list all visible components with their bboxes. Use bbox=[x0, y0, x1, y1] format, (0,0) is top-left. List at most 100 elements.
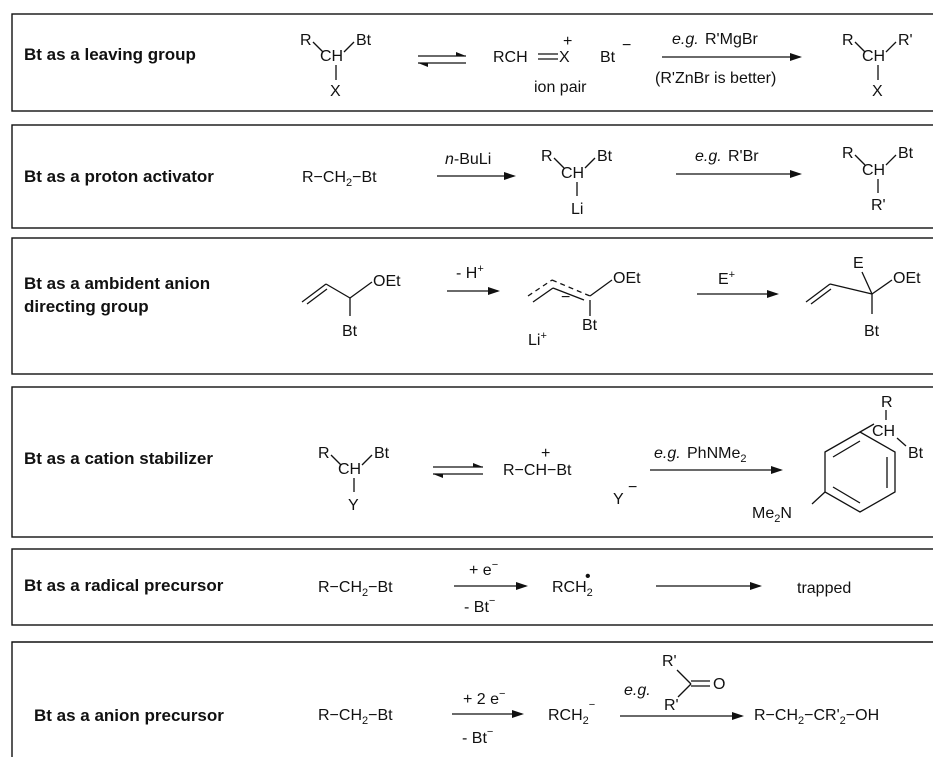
product-me2n: Me2N bbox=[752, 505, 792, 525]
panel-frame bbox=[11, 237, 933, 375]
panel-label-line1: Bt as a ambident anion bbox=[24, 274, 210, 293]
reagent-electrons: + 2 e− bbox=[463, 688, 505, 708]
product-rprime: R' bbox=[871, 197, 886, 214]
product-ch: CH bbox=[862, 162, 885, 179]
substrate-bt: Bt bbox=[374, 445, 390, 462]
panel-frame bbox=[11, 13, 933, 112]
arrowhead bbox=[516, 582, 528, 590]
start-material: R−CH2−Bt bbox=[318, 579, 393, 599]
panel-leaving-group: Bt as a leaving group R CH Bt X RCH X + … bbox=[11, 13, 933, 112]
ion-x: X bbox=[559, 49, 570, 66]
ketone-r1: R' bbox=[662, 653, 677, 670]
product-r: R bbox=[881, 394, 893, 411]
bond bbox=[859, 423, 875, 433]
start-material: R−CH2−Bt bbox=[318, 707, 393, 727]
product-alcohol: R−CH2−CR'2−OH bbox=[754, 707, 879, 727]
bond bbox=[811, 491, 826, 505]
product-ch: CH bbox=[872, 423, 895, 440]
substrate-bt: Bt bbox=[356, 32, 372, 49]
reagent-phnme2: PhNMe2 bbox=[687, 445, 746, 465]
product-ch: CH bbox=[862, 48, 885, 65]
arrowhead bbox=[473, 463, 483, 467]
panel-frame bbox=[11, 386, 933, 538]
substrate-y: Y bbox=[348, 497, 359, 514]
substrate-bt: Bt bbox=[342, 323, 358, 340]
product-r: R bbox=[842, 32, 854, 49]
bond bbox=[343, 41, 355, 53]
substrate-r: R bbox=[300, 32, 312, 49]
panel-radical-precursor: Bt as a radical precursor R−CH2−Bt + e− … bbox=[11, 548, 933, 626]
allyl-substrate bbox=[301, 281, 373, 316]
panel-label: Bt as a cation stabilizer bbox=[24, 449, 213, 468]
substrate-ch: CH bbox=[320, 48, 343, 65]
bond bbox=[676, 669, 692, 685]
reagent-note: (R'ZnBr is better) bbox=[655, 70, 776, 87]
product-e: E bbox=[853, 255, 864, 272]
arrowhead bbox=[750, 582, 762, 590]
benzene-ring bbox=[824, 431, 896, 513]
panel-label-line2: directing group bbox=[24, 297, 149, 316]
radical-intermediate: RCH2 bbox=[552, 579, 593, 599]
ketone-o: O bbox=[713, 676, 725, 693]
intermediate-li: Li bbox=[571, 201, 583, 218]
ion-rch: RCH bbox=[493, 49, 528, 66]
anion-li: Li+ bbox=[528, 330, 547, 349]
bond bbox=[896, 437, 907, 447]
reagent-minus-h: - H+ bbox=[456, 263, 484, 282]
panel-label: Bt as a anion precursor bbox=[34, 706, 224, 725]
arrowhead bbox=[790, 53, 802, 61]
product-bt: Bt bbox=[864, 323, 880, 340]
panel-label: Bt as a leaving group bbox=[24, 45, 196, 64]
reagent-eg: e.g. bbox=[672, 31, 699, 48]
anion-minus: − bbox=[561, 289, 570, 306]
panel-frame bbox=[11, 124, 933, 229]
panel-cation-stabilizer: Bt as a cation stabilizer R CH Bt Y R−CH… bbox=[11, 386, 933, 538]
arrowhead bbox=[512, 710, 524, 718]
intermediate-r: R bbox=[541, 148, 553, 165]
anion-oet: OEt bbox=[613, 270, 641, 287]
radical-dot: • bbox=[585, 568, 591, 585]
arrowhead bbox=[767, 290, 779, 298]
bond bbox=[885, 41, 897, 53]
start-material: R−CH2−Bt bbox=[302, 169, 377, 189]
panel-proton-activator: Bt as a proton activator R−CH2−Bt n-BuLi… bbox=[11, 124, 933, 229]
bond bbox=[854, 154, 866, 166]
substrate-ch: CH bbox=[338, 461, 361, 478]
reagent: R'MgBr bbox=[705, 31, 759, 48]
reagent-eg: e.g. bbox=[695, 148, 722, 165]
allyl-product bbox=[805, 271, 893, 314]
arrowhead bbox=[418, 63, 428, 67]
bond bbox=[854, 41, 866, 53]
anion-bt: Bt bbox=[582, 317, 598, 334]
bond bbox=[312, 41, 324, 53]
ion-pair-caption: ion pair bbox=[534, 79, 587, 96]
bond bbox=[330, 454, 342, 466]
panel-label: Bt as a proton activator bbox=[24, 167, 214, 186]
allyl-anion bbox=[527, 279, 613, 316]
arrowhead bbox=[433, 474, 443, 478]
arrowhead bbox=[456, 52, 466, 56]
leaving-bt: - Bt− bbox=[462, 726, 493, 747]
reagent-electron: + e− bbox=[469, 559, 498, 579]
panel-anion-precursor: Bt as a anion precursor R−CH2−Bt + 2 e− … bbox=[11, 641, 933, 757]
product-x: X bbox=[872, 83, 883, 100]
ion-plus: + bbox=[563, 33, 572, 50]
bond bbox=[584, 157, 596, 169]
substrate-oet: OEt bbox=[373, 273, 401, 290]
intermediate-bt: Bt bbox=[597, 148, 613, 165]
product-bt: Bt bbox=[898, 145, 914, 162]
arrowhead bbox=[790, 170, 802, 178]
bond bbox=[553, 157, 565, 169]
substrate-x: X bbox=[330, 83, 341, 100]
product-trapped: trapped bbox=[797, 580, 851, 597]
panel-label: Bt as a radical precursor bbox=[24, 576, 224, 595]
intermediate-ch: CH bbox=[561, 165, 584, 182]
arrowhead bbox=[504, 172, 516, 180]
ion-minus: − bbox=[622, 37, 631, 54]
counterion-minus: − bbox=[628, 479, 637, 496]
carbocation-plus: + bbox=[541, 445, 550, 462]
reagent-rbr: R'Br bbox=[728, 148, 759, 165]
bond bbox=[885, 154, 897, 166]
product-rprime: R' bbox=[898, 32, 913, 49]
